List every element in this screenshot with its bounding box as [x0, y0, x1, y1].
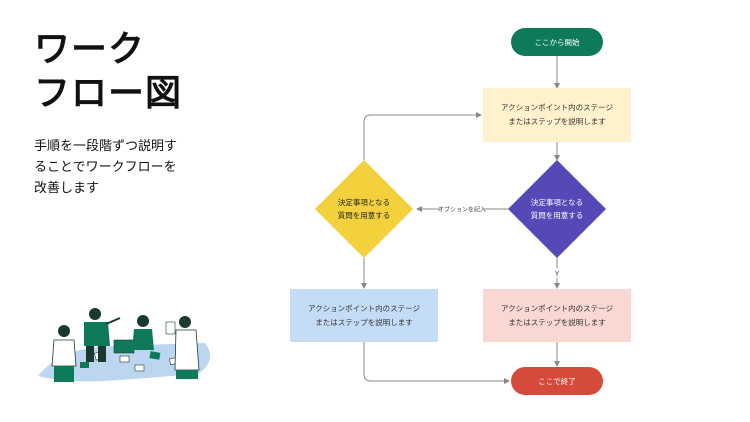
description-line-1: 手順を一段階ずつ説明す: [34, 139, 178, 154]
connector-action-left-to-end: [363, 342, 510, 384]
yes-label: Y: [554, 270, 560, 278]
action-box-left: [290, 289, 438, 342]
action-box-left-line-1: アクションポイント内のステージ: [308, 303, 420, 313]
action-box-top-line-2: またはステップを説明します: [508, 116, 606, 126]
yes-label-bg: [552, 268, 562, 278]
decision-right-line-2: 質問を用意する: [531, 210, 584, 220]
page-title-line-1: ワーク: [34, 29, 146, 70]
action-box-top-line-1: アクションポイント内のステージ: [501, 102, 613, 112]
option-label-bg: [440, 203, 484, 215]
action-box-right-line-1: アクションポイント内のステージ: [501, 303, 613, 313]
action-box-left-line-2: またはステップを説明します: [315, 317, 413, 327]
page-description: 手順を一段階ずつ説明す ることでワークフローを 改善します: [34, 136, 204, 199]
decision-diamond-left: [315, 160, 413, 258]
decision-right-line-1: 決定事項となる: [531, 197, 583, 207]
decision-diamond-right: [508, 160, 606, 258]
person-4-head: [179, 316, 191, 328]
action-box-top: [483, 88, 631, 142]
person-3-head: [137, 315, 149, 327]
action-box-right: [483, 289, 631, 342]
person-2-head: [89, 308, 101, 320]
end-node: [511, 367, 603, 395]
page-title-line-2: フロー図: [34, 73, 183, 114]
action-box-right-line-2: またはステップを説明します: [508, 317, 606, 327]
decision-left-line-1: 決定事項となる: [338, 197, 390, 207]
team-collaboration-illustration: [38, 308, 211, 382]
start-node: [511, 28, 603, 56]
person-1-head: [58, 325, 70, 337]
connector-loop-back: [363, 112, 482, 160]
description-line-3: 改善します: [34, 181, 100, 196]
end-node-label: ここで終了: [538, 376, 576, 386]
description-line-2: ることでワークフローを: [34, 160, 177, 175]
page-title: ワーク フロー図: [34, 28, 234, 116]
start-node-label: ここから開始: [535, 37, 580, 47]
decision-left-line-2: 質問を用意する: [338, 210, 391, 220]
option-label: オプションを記入: [438, 206, 486, 214]
